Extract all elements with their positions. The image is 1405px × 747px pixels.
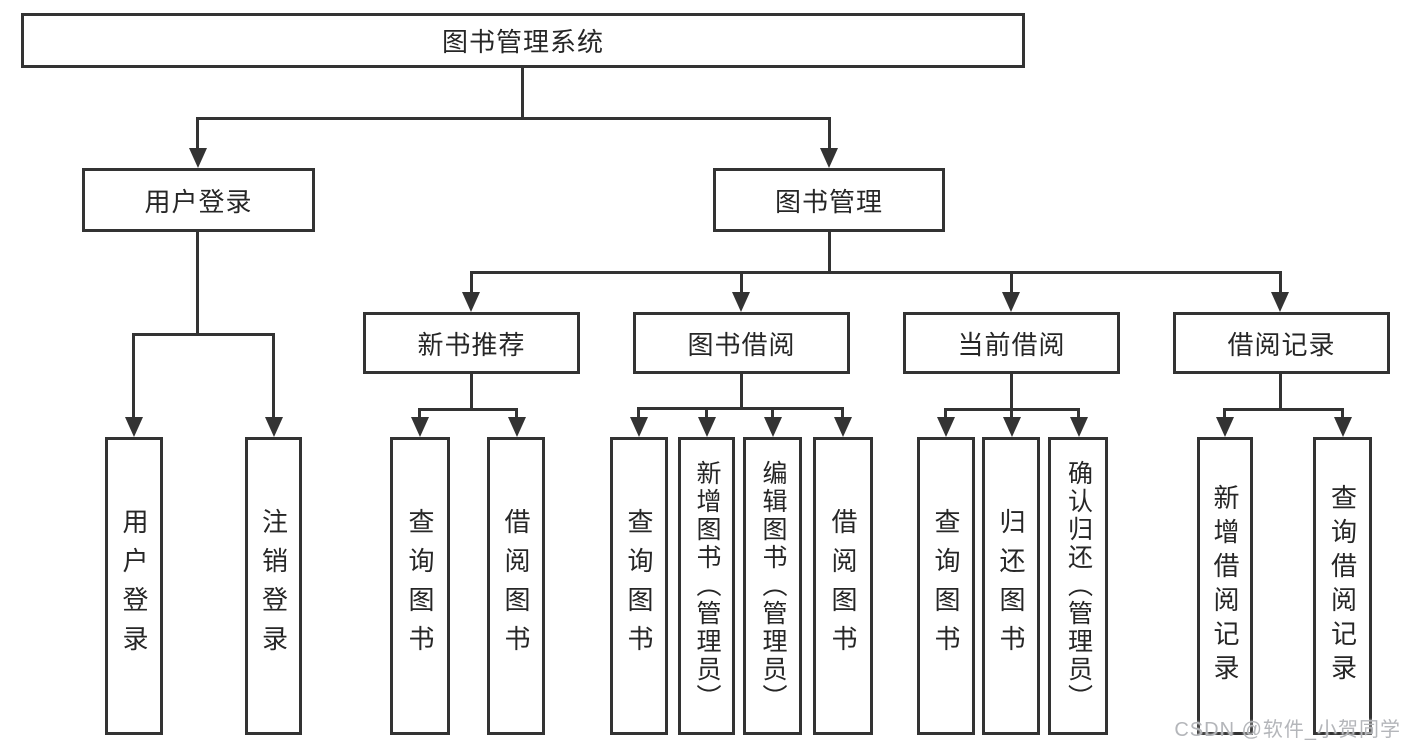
connector-line	[771, 408, 774, 421]
arrow-down-icon	[1070, 417, 1088, 437]
connector-line	[196, 232, 199, 336]
connector-line	[132, 333, 275, 336]
leaf-borrow-book-2: 借阅图书	[813, 437, 873, 735]
connector-line	[521, 68, 524, 119]
arrow-down-icon	[1334, 417, 1352, 437]
arrow-down-icon	[508, 417, 526, 437]
leaf-return-book: 归还图书	[982, 437, 1040, 735]
node-root: 图书管理系统	[21, 13, 1025, 68]
connector-line	[418, 409, 421, 421]
connector-line	[637, 408, 640, 421]
connector-line	[470, 374, 473, 410]
leaf-add-book-admin: 新增图书（管理员）	[678, 437, 735, 735]
leaf-query-book-1: 查询图书	[390, 437, 450, 735]
connector-line	[132, 334, 135, 418]
connector-line	[196, 118, 199, 152]
connector-line	[470, 272, 473, 294]
leaf-add-borrow-record: 新增借阅记录	[1197, 437, 1253, 735]
arrow-down-icon	[189, 148, 207, 168]
connector-line	[841, 408, 844, 421]
node-book-borrow: 图书借阅	[633, 312, 850, 374]
arrow-down-icon	[630, 417, 648, 437]
connector-line	[1223, 409, 1226, 421]
arrow-down-icon	[820, 148, 838, 168]
leaf-query-borrow-record: 查询借阅记录	[1313, 437, 1372, 735]
connector-line	[740, 272, 743, 294]
arrow-down-icon	[1216, 417, 1234, 437]
leaf-confirm-return-admin: 确认归还（管理员）	[1048, 437, 1108, 735]
connector-line	[1010, 272, 1013, 294]
connector-line	[637, 407, 844, 410]
arrow-down-icon	[265, 417, 283, 437]
watermark: CSDN @软件_小贺同学	[1174, 719, 1401, 741]
arrow-down-icon	[1271, 292, 1289, 312]
leaf-borrow-book-1: 借阅图书	[487, 437, 545, 735]
node-current-borrow: 当前借阅	[903, 312, 1120, 374]
connector-line	[828, 118, 831, 152]
arrow-down-icon	[834, 417, 852, 437]
connector-line	[1223, 408, 1344, 411]
arrow-down-icon	[125, 417, 143, 437]
node-user-login: 用户登录	[82, 168, 315, 232]
leaf-logout: 注销登录	[245, 437, 302, 735]
connector-line	[944, 409, 947, 421]
connector-line	[470, 271, 1282, 274]
leaf-query-book-2: 查询图书	[610, 437, 668, 735]
connector-line	[1077, 409, 1080, 421]
connector-line	[1279, 374, 1282, 410]
leaf-edit-book-admin: 编辑图书（管理员）	[743, 437, 802, 735]
leaf-user-login: 用户登录	[105, 437, 163, 735]
arrow-down-icon	[732, 292, 750, 312]
connector-line	[1010, 374, 1013, 410]
arrow-down-icon	[698, 417, 716, 437]
connector-line	[740, 374, 743, 408]
node-borrow-record: 借阅记录	[1173, 312, 1390, 374]
connector-line	[272, 334, 275, 418]
arrow-down-icon	[937, 417, 955, 437]
connector-line	[1279, 272, 1282, 294]
arrow-down-icon	[1003, 417, 1021, 437]
connector-line	[1010, 409, 1013, 421]
connector-line	[828, 232, 831, 273]
connector-line	[196, 117, 831, 120]
connector-line	[515, 409, 518, 421]
arrow-down-icon	[764, 417, 782, 437]
arrow-down-icon	[411, 417, 429, 437]
leaf-query-book-3: 查询图书	[917, 437, 975, 735]
connector-line	[1341, 409, 1344, 421]
arrow-down-icon	[1002, 292, 1020, 312]
connector-line	[705, 408, 708, 421]
node-new-book-recommend: 新书推荐	[363, 312, 580, 374]
connector-line	[418, 408, 518, 411]
node-book-management: 图书管理	[713, 168, 945, 232]
arrow-down-icon	[462, 292, 480, 312]
